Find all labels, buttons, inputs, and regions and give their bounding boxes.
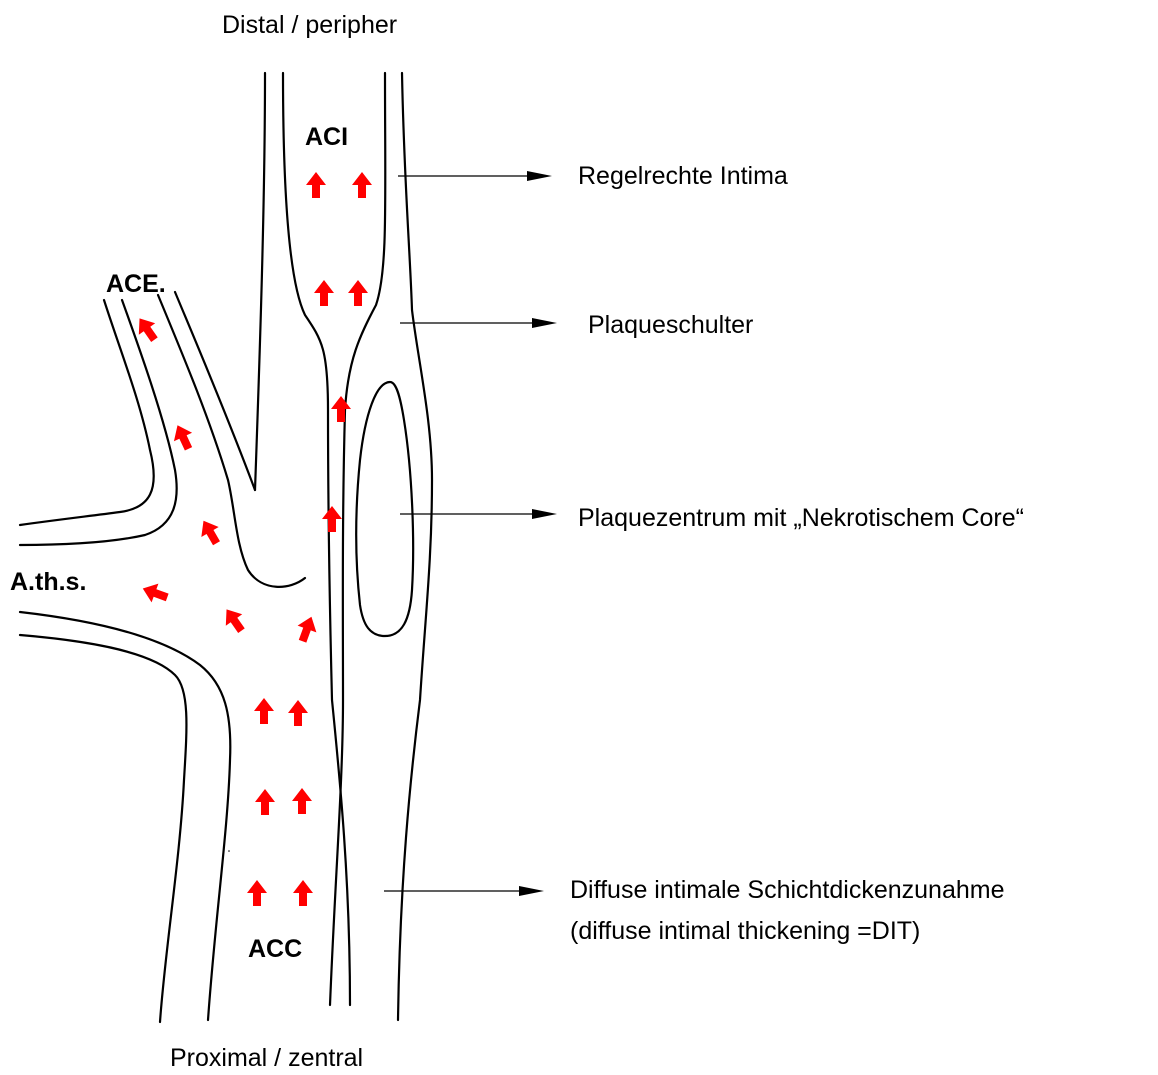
- pointer-arrowhead-icon: [532, 318, 557, 328]
- distal-label: Distal / peripher: [222, 11, 397, 39]
- aci-outer-left-wall: [255, 73, 265, 490]
- aci-inner-right-wall: [330, 73, 385, 1005]
- aths-lower-wall-inner: [20, 612, 230, 1020]
- dit-annotation-line2: (diffuse intimal thickening =DIT): [570, 917, 920, 945]
- acc-label: ACC: [248, 935, 302, 963]
- intima-annotation: Regelrechte Intima: [578, 162, 788, 190]
- dit-annotation-line1: Diffuse intimale Schichtdickenzunahme: [570, 876, 1005, 904]
- aths-label: A.th.s.: [10, 568, 86, 596]
- ace-outer-wall: [175, 292, 255, 490]
- flow-arrow-icon: [352, 172, 372, 198]
- flow-arrow-icon: [322, 506, 342, 532]
- flow-arrow-icon: [348, 280, 368, 306]
- aths-lower-wall-outer: [20, 635, 186, 1022]
- flow-arrow-icon: [247, 880, 267, 906]
- proximal-label: Proximal / zentral: [170, 1044, 363, 1072]
- pointer-arrowhead-icon: [519, 886, 544, 896]
- aci-acc-inner-left-wall: [283, 73, 350, 1005]
- flow-arrow-icon: [292, 788, 312, 814]
- ace-label: ACE.: [106, 270, 166, 298]
- flow-arrow-icon: [306, 172, 326, 198]
- flow-arrow-icon: [314, 280, 334, 306]
- flow-arrow-icon: [288, 700, 308, 726]
- shoulder-annotation: Plaqueschulter: [588, 311, 753, 339]
- flow-arrow-icon: [255, 789, 275, 815]
- flow-arrow-icon: [195, 516, 225, 549]
- flow-arrow-icon: [331, 396, 351, 422]
- flow-arrow-icon: [218, 604, 249, 637]
- flow-arrow-icon: [168, 421, 197, 453]
- stray-dot: [228, 850, 230, 852]
- vessel-walls: [20, 73, 432, 1022]
- flow-arrow-icon: [254, 698, 274, 724]
- flow-arrow-icon: [139, 579, 170, 607]
- pointer-arrowhead-icon: [532, 509, 557, 519]
- outer-right-wall: [398, 73, 432, 1020]
- flow-arrow-icon: [293, 613, 321, 644]
- flow-arrow-icon: [293, 880, 313, 906]
- aci-label: ACI: [305, 123, 348, 151]
- ace-inner-wall: [158, 295, 305, 587]
- flow-arrows: [131, 172, 372, 906]
- plaque-core-outline: [356, 382, 413, 636]
- core-annotation: Plaquezentrum mit „Nekrotischem Core“: [578, 504, 1024, 532]
- pointer-arrowhead-icon: [527, 171, 552, 181]
